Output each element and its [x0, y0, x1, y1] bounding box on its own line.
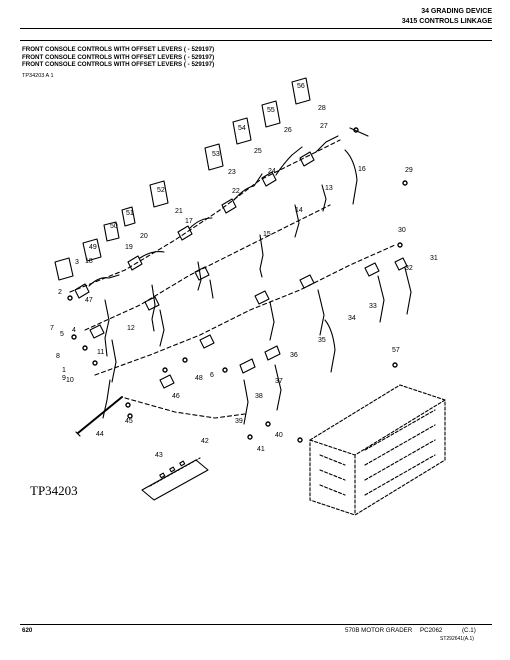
- callout-5: 5: [60, 331, 64, 338]
- callout-50: 50: [110, 223, 118, 230]
- callout-43: 43: [155, 452, 163, 459]
- callout-45: 45: [125, 418, 133, 425]
- callout-51: 51: [126, 210, 134, 217]
- callout-32: 32: [405, 265, 413, 272]
- footer-rule: [20, 624, 492, 625]
- callout-31: 31: [430, 255, 438, 262]
- callout-8: 8: [56, 353, 60, 360]
- callout-25: 25: [254, 148, 262, 155]
- callout-18: 18: [85, 258, 93, 265]
- callout-41: 41: [257, 446, 265, 453]
- document-code: ST292641(A.1): [440, 636, 474, 642]
- knob-tags: [54, 77, 311, 281]
- callout-14: 14: [295, 207, 303, 214]
- callout-16: 16: [358, 166, 366, 173]
- callout-40: 40: [275, 432, 283, 439]
- callout-55: 55: [267, 107, 275, 114]
- callout-2: 2: [58, 289, 62, 296]
- callout-23: 23: [228, 169, 236, 176]
- callout-46: 46: [172, 393, 180, 400]
- callout-30: 30: [398, 227, 406, 234]
- callout-10: 10: [66, 377, 74, 384]
- page-titles: FRONT CONSOLE CONTROLS WITH OFFSET LEVER…: [22, 46, 214, 69]
- callout-7: 7: [50, 325, 54, 332]
- callout-15: 15: [263, 231, 271, 238]
- figure-reference: TP34203 A 1: [22, 73, 54, 79]
- callout-19: 19: [125, 244, 133, 251]
- figure-label: TP34203: [30, 483, 78, 498]
- callout-48: 48: [195, 375, 203, 382]
- callout-1: 1: [62, 367, 66, 374]
- callout-22: 22: [232, 188, 240, 195]
- callout-38: 38: [255, 393, 263, 400]
- callout-33: 33: [369, 303, 377, 310]
- title-line-2: FRONT CONSOLE CONTROLS WITH OFFSET LEVER…: [22, 53, 215, 61]
- callout-56: 56: [297, 83, 305, 90]
- callout-28: 28: [318, 105, 326, 112]
- header-rule: [20, 28, 492, 29]
- page-number: 620: [22, 627, 33, 634]
- callout-17: 17: [185, 218, 193, 225]
- title-line-3: FRONT CONSOLE CONTROLS WITH OFFSET LEVER…: [22, 61, 215, 69]
- revision: (C.1): [462, 627, 476, 634]
- subsection-title: 3415 CONTROLS LINKAGE: [401, 18, 492, 25]
- callout-36: 36: [290, 352, 298, 359]
- valve-block: [309, 384, 446, 516]
- callout-53: 53: [212, 151, 220, 158]
- callout-11: 11: [97, 349, 104, 356]
- callout-3: 3: [75, 259, 79, 266]
- callout-6: 6: [210, 372, 214, 379]
- callout-20: 20: [140, 233, 148, 240]
- callout-4: 4: [72, 327, 76, 334]
- callout-21: 21: [175, 208, 183, 215]
- callout-54: 54: [238, 125, 246, 132]
- callout-37: 37: [275, 378, 283, 385]
- title-rule: [20, 40, 492, 41]
- section-title: 34 GRADING DEVICE: [421, 8, 492, 15]
- callout-57: 57: [392, 347, 400, 354]
- callout-13: 13: [325, 185, 333, 192]
- callout-44: 44: [96, 431, 104, 438]
- lever-assembly: [74, 274, 120, 357]
- model-name: 570B MOTOR GRADER: [345, 627, 413, 634]
- catalog-number: PC2062: [420, 627, 443, 634]
- callout-26: 26: [284, 127, 292, 134]
- callout-35: 35: [318, 337, 326, 344]
- callout-52: 52: [157, 187, 165, 194]
- callout-34: 34: [348, 315, 356, 322]
- callout-39: 39: [235, 418, 243, 425]
- callout-42: 42: [201, 438, 209, 445]
- callout-47: 47: [85, 297, 93, 304]
- callout-27: 27: [320, 123, 328, 130]
- console-panel: [141, 457, 209, 501]
- title-line-1: FRONT CONSOLE CONTROLS WITH OFFSET LEVER…: [22, 46, 215, 53]
- callout-12: 12: [127, 325, 135, 332]
- callout-24: 24: [268, 168, 276, 175]
- callout-49: 49: [89, 244, 97, 251]
- callout-9: 9: [62, 375, 66, 382]
- callout-29: 29: [405, 167, 413, 174]
